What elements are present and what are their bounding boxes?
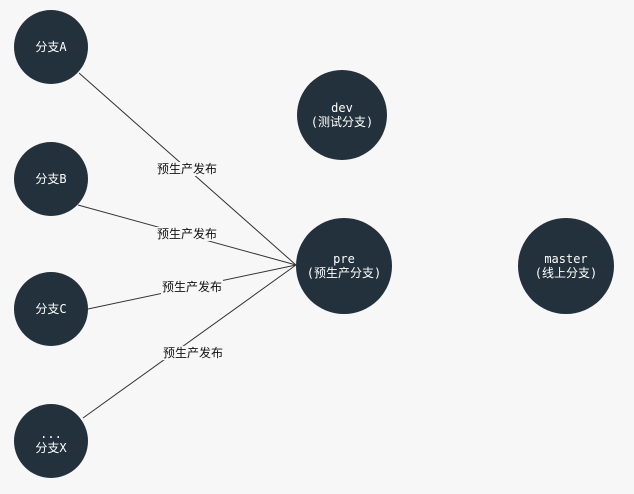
- node-pre-title: pre: [333, 252, 355, 266]
- node-dev-subtitle: (测试分支): [310, 115, 374, 129]
- node-branch-b-label: 分支B: [35, 172, 67, 186]
- node-pre: pre (预生产分支): [296, 218, 392, 314]
- edge-label-branch-x: 预生产发布: [161, 346, 225, 360]
- node-master-subtitle: (线上分支): [534, 266, 598, 280]
- node-branch-x-label: 分支X: [35, 441, 67, 455]
- node-branch-c: 分支C: [14, 272, 88, 346]
- node-master-title: master: [544, 252, 588, 266]
- edge-label-branch-c: 预生产发布: [160, 280, 224, 294]
- edge-label-branch-b: 预生产发布: [155, 227, 219, 241]
- node-branch-b: 分支B: [14, 142, 88, 216]
- node-dev: dev (测试分支): [297, 70, 387, 160]
- node-branch-a: 分支A: [14, 10, 88, 84]
- node-master: master (线上分支): [518, 218, 614, 314]
- edge-label-branch-a: 预生产发布: [155, 162, 219, 176]
- node-branch-x-ellipsis: ...: [40, 427, 62, 441]
- node-dev-title: dev: [331, 101, 353, 115]
- node-branch-x: ... 分支X: [14, 404, 88, 478]
- node-branch-a-label: 分支A: [35, 40, 67, 54]
- node-branch-c-label: 分支C: [35, 302, 67, 316]
- node-pre-subtitle: (预生产分支): [306, 266, 382, 280]
- edge-branch-x-to-pre: [82, 264, 297, 419]
